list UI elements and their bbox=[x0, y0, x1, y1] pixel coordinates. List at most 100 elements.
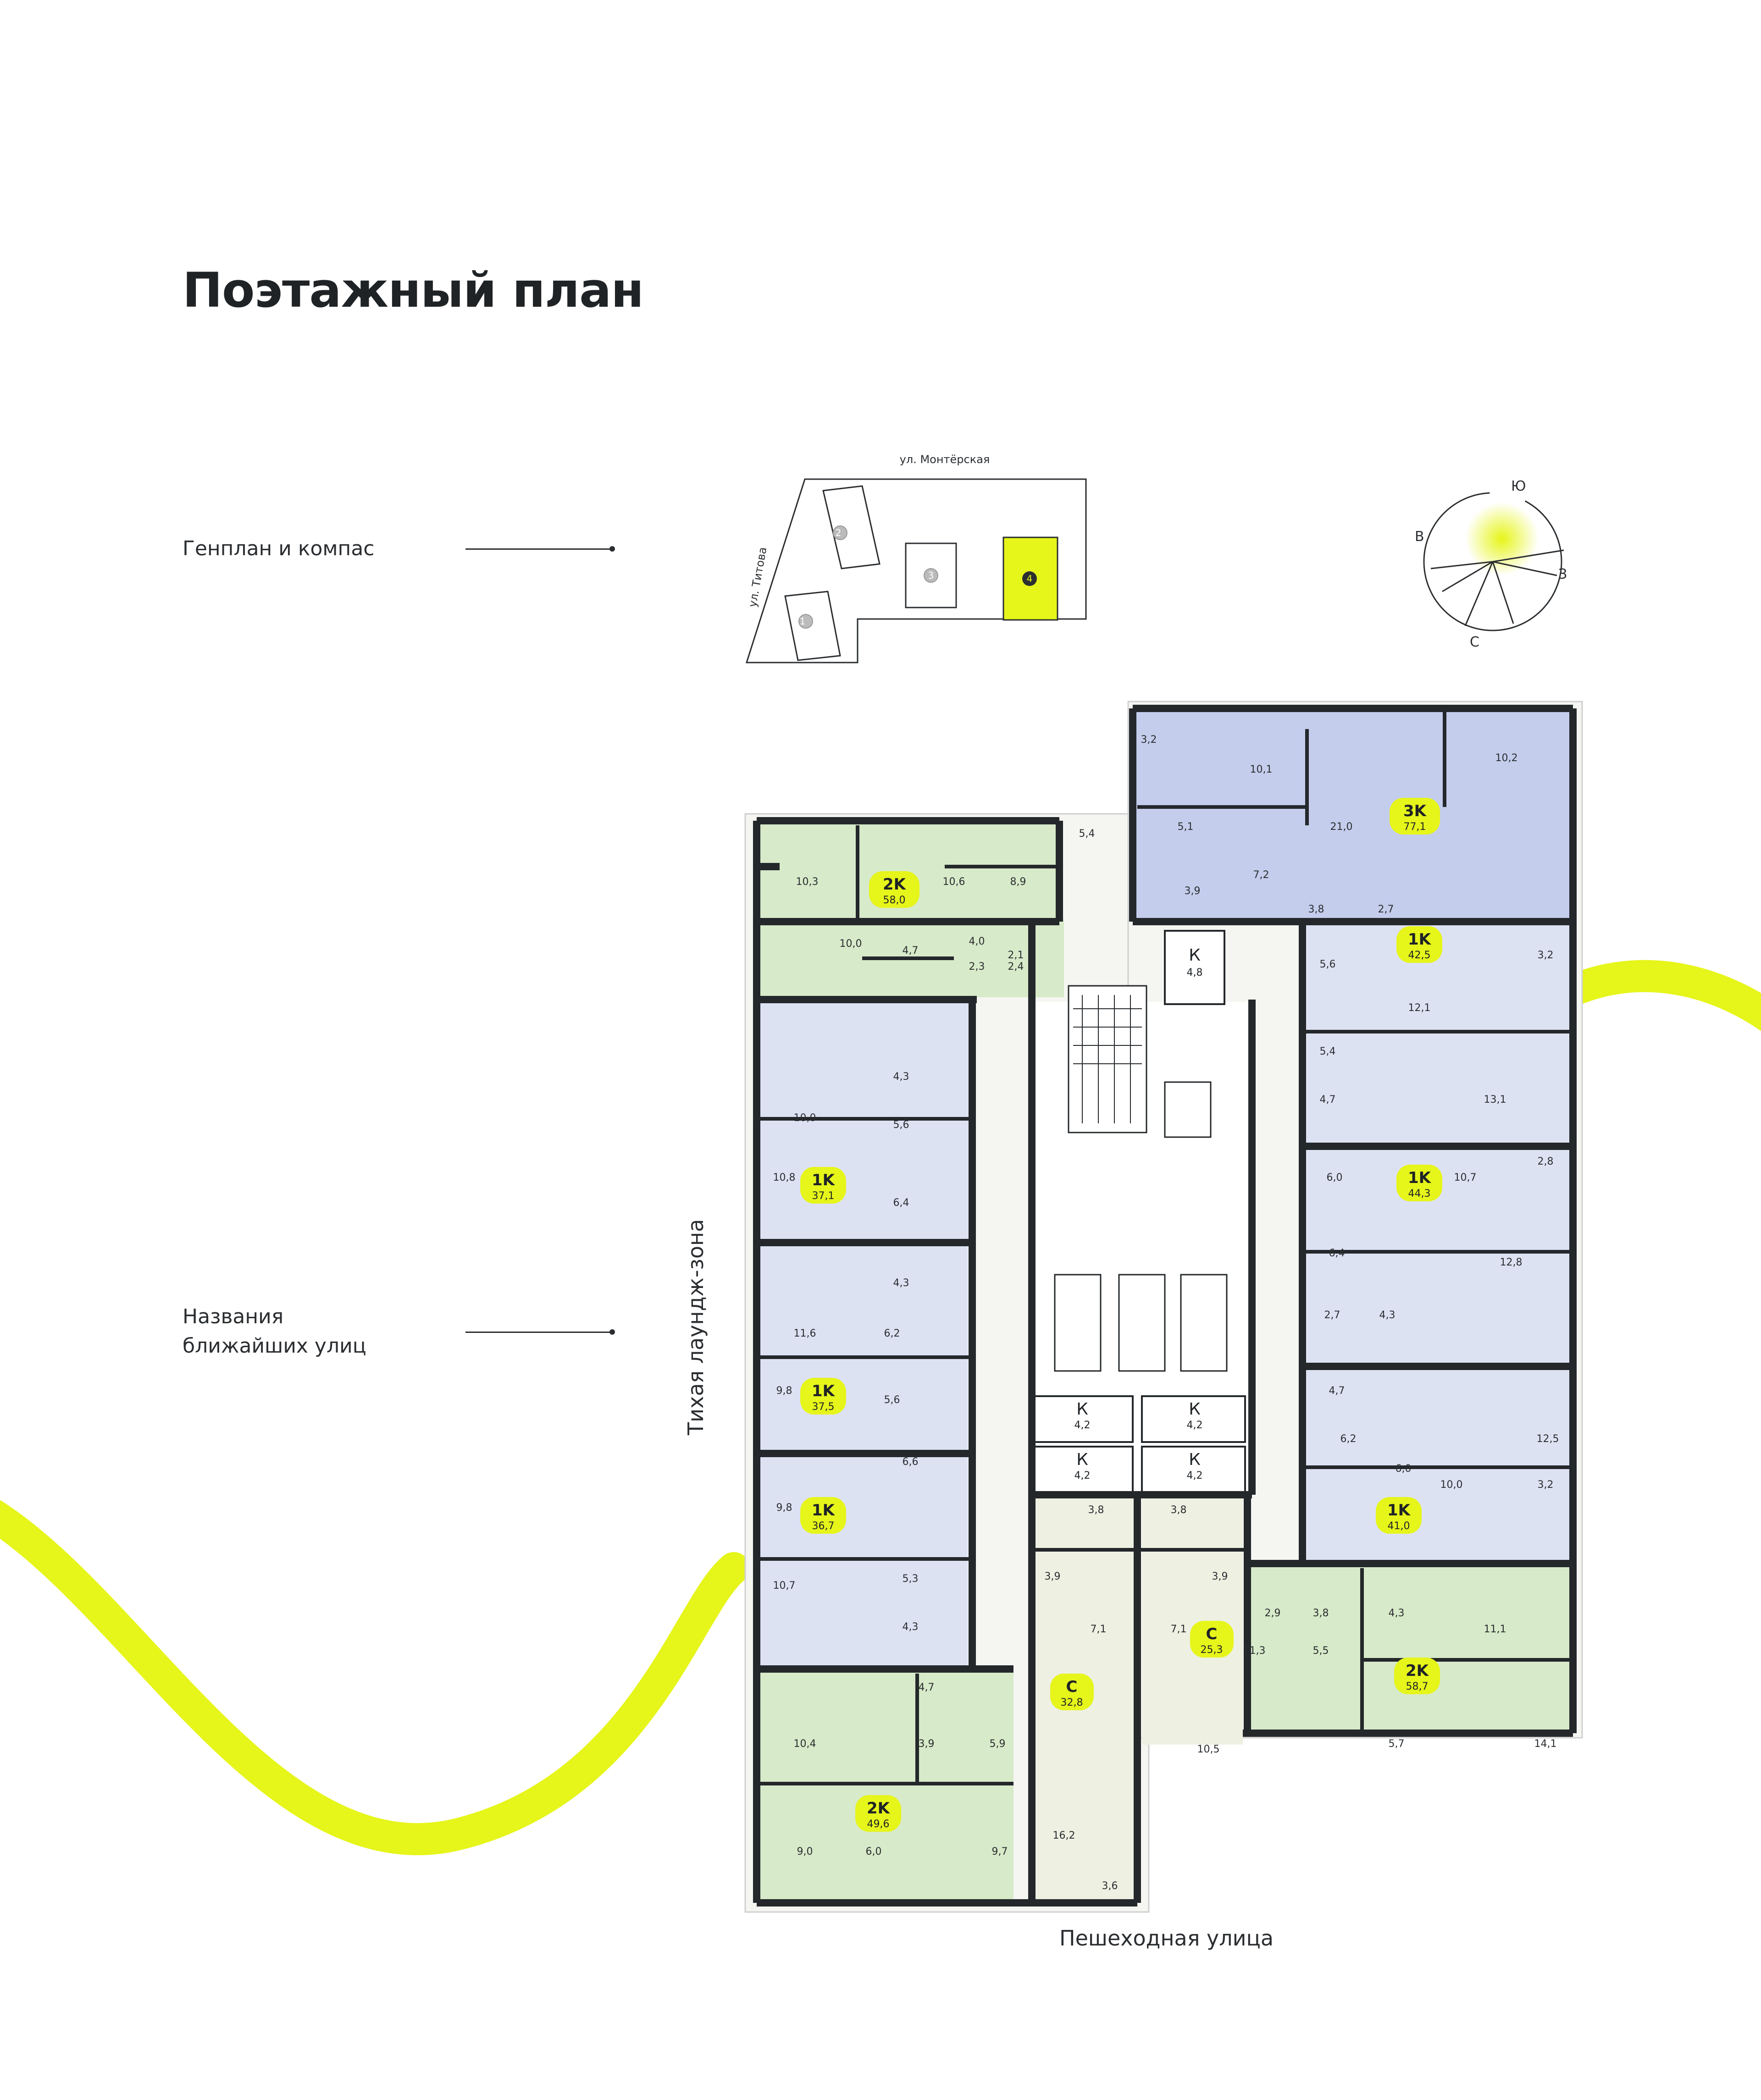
room-area: 3,2 bbox=[1538, 950, 1554, 961]
room-area: 3,6 bbox=[1102, 1880, 1118, 1892]
compass-west: З bbox=[1558, 566, 1567, 582]
apt-type: 1K bbox=[1408, 1169, 1432, 1187]
apt-area: 44,3 bbox=[1408, 1188, 1431, 1199]
elevator-2 bbox=[1118, 1274, 1166, 1372]
apt-1k-36-7 bbox=[757, 1456, 968, 1667]
room-area: 5,4 bbox=[1320, 1046, 1336, 1057]
room-area: 10,7 bbox=[773, 1580, 796, 1592]
room-area: 10,0 bbox=[840, 938, 862, 950]
accent-curve-right bbox=[1557, 960, 1761, 1031]
apt-type: C bbox=[1206, 1625, 1218, 1643]
room-area: 5,1 bbox=[1178, 821, 1194, 833]
room-area: 6,6 bbox=[903, 1456, 919, 1468]
apt-type: 1K bbox=[812, 1501, 836, 1520]
apt-1k-37-5 bbox=[757, 1245, 968, 1451]
room-area: 4,3 bbox=[903, 1621, 919, 1633]
storage-type: К bbox=[1189, 1450, 1201, 1469]
room-area: 11,3 bbox=[1243, 1645, 1266, 1657]
room-area: 3,8 bbox=[1088, 1504, 1104, 1516]
streets-label-line1: Названия bbox=[183, 1305, 284, 1328]
room-area: 2,4 bbox=[1008, 961, 1024, 973]
storage-area: 4,2 bbox=[1187, 1420, 1203, 1431]
apt-area: 37,1 bbox=[812, 1190, 835, 1202]
compass-south: Ю bbox=[1511, 478, 1526, 494]
apt-area: 49,6 bbox=[867, 1818, 890, 1830]
room-area: 4,0 bbox=[969, 936, 985, 947]
room-area: 9,0 bbox=[797, 1846, 813, 1857]
apt-type: 1K bbox=[812, 1382, 836, 1400]
apt-type: 3K bbox=[1403, 802, 1427, 820]
room-area: 3,8 bbox=[1308, 904, 1324, 915]
room-area: 3,2 bbox=[1538, 1479, 1554, 1491]
apt-area: 25,3 bbox=[1201, 1644, 1223, 1656]
apt-area: 37,5 bbox=[812, 1401, 835, 1413]
room-area: 7,1 bbox=[1171, 1624, 1187, 1635]
apt-type: 2K bbox=[1406, 1662, 1429, 1680]
room-area: 6,0 bbox=[1396, 1463, 1412, 1475]
room-area: 9,8 bbox=[776, 1385, 792, 1397]
room-area: 5,5 bbox=[1313, 1645, 1329, 1657]
street-bottom-label: Пешеходная улица bbox=[1059, 1926, 1274, 1951]
room-area: 9,8 bbox=[776, 1502, 792, 1514]
room-area: 10,1 bbox=[1250, 764, 1273, 775]
compass-north: С bbox=[1470, 634, 1479, 650]
page-title: Поэтажный план bbox=[183, 262, 644, 318]
storage-area: 4,8 bbox=[1187, 967, 1203, 978]
room-area: 10,4 bbox=[794, 1738, 816, 1750]
room-area: 11,1 bbox=[1484, 1624, 1506, 1635]
genplan-label: Генплан и компас bbox=[183, 537, 375, 560]
room-area: 6,4 bbox=[1329, 1248, 1345, 1259]
building-1-number: 1 bbox=[800, 616, 806, 627]
compass-east: В bbox=[1415, 529, 1424, 545]
site-street-left: ул. Титова bbox=[746, 546, 770, 608]
room-area: 10,7 bbox=[1454, 1172, 1477, 1183]
streets-label-line2: ближайших улиц bbox=[183, 1334, 366, 1358]
room-area: 12,8 bbox=[1500, 1257, 1523, 1268]
apt-area: 58,0 bbox=[883, 895, 906, 906]
storage-k-4-2-a bbox=[1033, 1395, 1134, 1443]
room-area: 5,4 bbox=[1079, 828, 1095, 840]
room-area: 16,2 bbox=[1053, 1830, 1075, 1841]
room-area: 2,7 bbox=[1324, 1310, 1340, 1321]
site-street-top: ул. Монтёрская bbox=[900, 453, 990, 466]
room-area: 2,3 bbox=[969, 961, 985, 973]
accent-curve-left bbox=[0, 1500, 750, 1856]
apt-area: 36,7 bbox=[812, 1520, 835, 1532]
building-4-number: 4 bbox=[1027, 573, 1033, 584]
room-area: 4,7 bbox=[1320, 1094, 1336, 1105]
genplan-leader-line bbox=[465, 546, 615, 552]
apt-1k-37-1 bbox=[757, 1002, 972, 1240]
room-area: 5,7 bbox=[1389, 1738, 1405, 1750]
room-area: 4,3 bbox=[1379, 1310, 1396, 1321]
room-area: 6,2 bbox=[884, 1328, 900, 1339]
apartment-badges bbox=[800, 798, 1442, 1832]
storage-type: К bbox=[1189, 946, 1201, 965]
apt-area: 42,5 bbox=[1408, 950, 1431, 961]
room-area: 14,1 bbox=[1534, 1738, 1557, 1750]
elevator-3 bbox=[1180, 1274, 1228, 1372]
apt-2k-58-7 bbox=[1247, 1566, 1573, 1733]
room-area: 7,1 bbox=[1091, 1624, 1107, 1635]
apt-1k-41-0 bbox=[1302, 1369, 1573, 1561]
room-area: 3,8 bbox=[1171, 1504, 1187, 1516]
apt-2k-49-6 bbox=[757, 1671, 1013, 1901]
apt-3k-77-1 bbox=[1133, 708, 1573, 922]
room-area: 10,0 bbox=[1440, 1479, 1463, 1491]
apt-type: 2K bbox=[867, 1799, 891, 1818]
room-area: 10,3 bbox=[796, 876, 819, 888]
street-left-label: Тихая лаундж-зона bbox=[683, 1219, 708, 1435]
building-2 bbox=[822, 485, 880, 569]
room-area: 8,9 bbox=[1010, 876, 1026, 888]
room-area: 4,7 bbox=[1329, 1385, 1345, 1397]
room-area: 5,3 bbox=[903, 1573, 919, 1585]
room-area: 10,0 bbox=[794, 1112, 816, 1124]
floor-plan bbox=[744, 701, 1583, 1913]
room-area: 4,3 bbox=[1389, 1608, 1405, 1619]
elevator-4 bbox=[1164, 1081, 1212, 1138]
room-area: 3,8 bbox=[1313, 1608, 1329, 1619]
room-area: 12,5 bbox=[1537, 1433, 1559, 1445]
room-area: 11,6 bbox=[794, 1328, 816, 1339]
apt-area: 58,7 bbox=[1406, 1681, 1429, 1692]
room-area: 21,0 bbox=[1330, 821, 1353, 833]
